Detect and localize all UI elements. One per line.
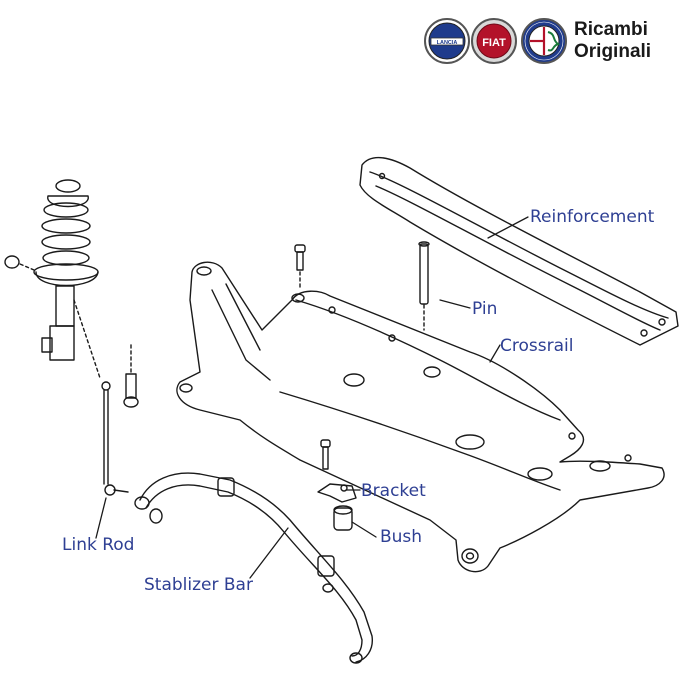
label-link-rod: Link Rod xyxy=(62,535,135,555)
label-bracket: Bracket xyxy=(361,481,426,501)
brand-title-line2: Originali xyxy=(574,41,652,62)
strut-part xyxy=(4,179,101,379)
label-pin: Pin xyxy=(472,299,498,319)
label-crossrail: Crossrail xyxy=(500,336,574,356)
stabilizer-bar-part xyxy=(134,472,373,664)
label-bush: Bush xyxy=(380,527,423,547)
svg-text:FIAT: FIAT xyxy=(482,37,506,49)
lancia-logo-icon: LANCIA xyxy=(424,18,470,64)
link-rod-part xyxy=(101,381,129,496)
pin-part xyxy=(418,241,430,331)
crossrail-part xyxy=(176,261,665,573)
alfa-romeo-logo-icon xyxy=(521,18,567,64)
bracket-part xyxy=(317,483,357,503)
label-reinforcement: Reinforcement xyxy=(530,207,655,227)
label-stabilizer-bar: Stablizer Bar xyxy=(144,575,253,595)
fiat-logo-icon: FIAT xyxy=(471,18,517,64)
leader-lines xyxy=(95,216,529,579)
reinforcement-part xyxy=(359,156,679,346)
brand-title: Ricambi Originali xyxy=(574,19,651,63)
brand-title-line1: Ricambi xyxy=(574,19,648,40)
svg-text:LANCIA: LANCIA xyxy=(437,40,458,46)
bolt-link-rod xyxy=(123,344,139,408)
bush-part xyxy=(333,505,353,531)
bolt-crossrail xyxy=(294,244,306,291)
bolt-bracket xyxy=(320,439,331,470)
